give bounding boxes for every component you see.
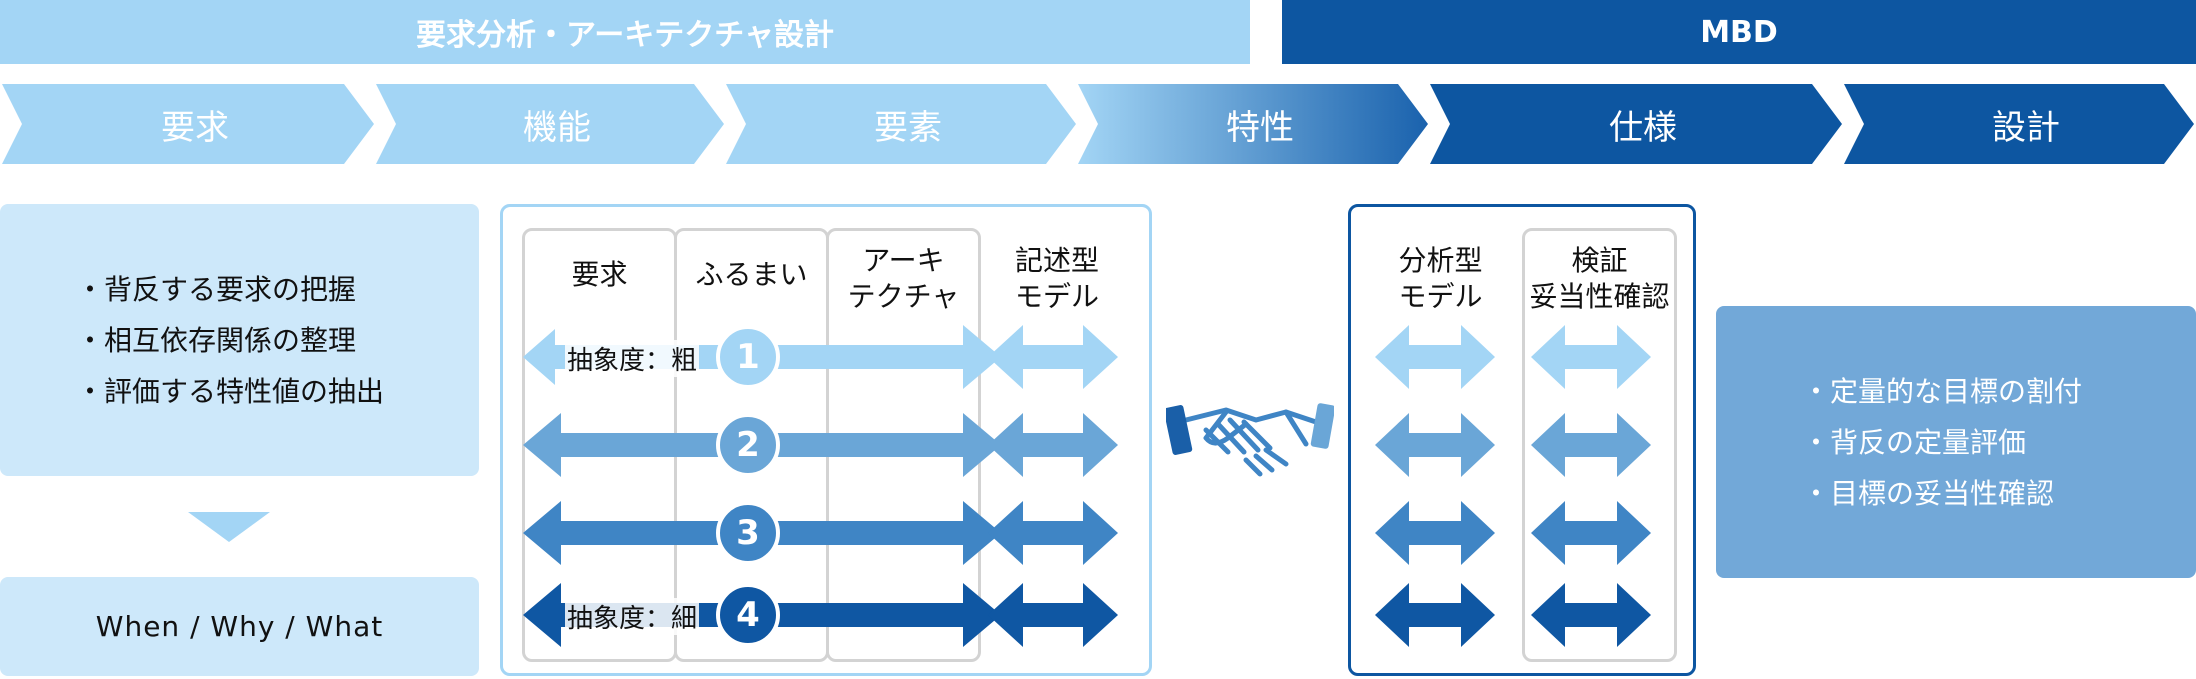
verification-row4-arrow xyxy=(1531,583,1651,647)
step-chevron-function: 機能 xyxy=(376,84,724,164)
band-mbd: MBD xyxy=(1282,0,2196,64)
right-bullet-item: ・定量的な目標の割付 xyxy=(1802,375,2083,408)
level-badge-1: 1 xyxy=(716,325,780,389)
column-header-descriptive-model: 記述型 モデル xyxy=(1014,244,1099,313)
step-chevron-requirements: 要求 xyxy=(2,84,374,164)
left-bullet-item: ・背反する要求の把握 xyxy=(76,273,357,306)
right-bullet-box: ・定量的な目標の割付 ・背反の定量評価 ・目標の妥当性確認 xyxy=(1716,306,2196,578)
band-requirements-architecture: 要求分析・アーキテクチャ設計 xyxy=(0,0,1250,64)
left-bullet-item: ・評価する特性値の抽出 xyxy=(76,375,385,408)
result-text: When / Why / What xyxy=(95,610,384,643)
left-bullet-box: ・背反する要求の把握 ・相互依存関係の整理 ・評価する特性値の抽出 xyxy=(0,204,479,476)
handshake-icon xyxy=(1163,390,1336,494)
analysis-model-panel: 分析型 モデル 検証 妥当性確認 xyxy=(1348,204,1696,676)
step-label: 機能 xyxy=(523,107,591,148)
level-badge-2: 2 xyxy=(716,413,780,477)
abstraction-fine-label: 抽象度：細 xyxy=(565,598,700,635)
column-header-analysis-model: 分析型 モデル xyxy=(1398,244,1483,313)
step-chevron-characteristic: 特性 xyxy=(1078,84,1428,164)
step-chevron-element: 要素 xyxy=(726,84,1076,164)
band-requirements-architecture-label: 要求分析・アーキテクチャ設計 xyxy=(416,18,834,53)
abstraction-rough-label: 抽象度：粗 xyxy=(565,340,700,377)
analysis-row4-arrow xyxy=(1375,583,1495,647)
step-label: 要素 xyxy=(874,107,942,148)
verification-row1-arrow xyxy=(1531,325,1651,389)
step-chevron-design: 設計 xyxy=(1844,84,2194,164)
row3-short-arrow xyxy=(988,501,1118,565)
column-header-requirements: 要求 xyxy=(571,258,628,291)
analysis-arrow-layer xyxy=(1375,325,1651,647)
row4-short-arrow xyxy=(988,583,1118,647)
down-triangle-icon xyxy=(188,512,270,546)
step-label: 仕様 xyxy=(1609,107,1677,148)
step-label: 設計 xyxy=(1992,107,2060,148)
row2-short-arrow xyxy=(988,413,1118,477)
left-bullet-item: ・相互依存関係の整理 xyxy=(76,324,357,357)
column-header-architecture: アーキ テクチャ xyxy=(847,244,960,313)
verification-row3-arrow xyxy=(1531,501,1651,565)
band-mbd-label: MBD xyxy=(1700,14,1778,50)
row1-short-arrow xyxy=(988,325,1118,389)
left-bullet-list: ・背反する要求の把握 ・相互依存関係の整理 ・評価する特性値の抽出 xyxy=(76,264,384,417)
analysis-row1-arrow xyxy=(1375,325,1495,389)
level-badge-3: 3 xyxy=(716,501,780,565)
column-header-behavior: ふるまい xyxy=(695,258,808,291)
step-chevron-spec: 仕様 xyxy=(1430,84,1842,164)
result-box: When / Why / What xyxy=(0,577,479,676)
right-bullet-item: ・目標の妥当性確認 xyxy=(1802,477,2055,510)
column-header-verification: 検証 妥当性確認 xyxy=(1529,244,1670,313)
level-badge-4: 4 xyxy=(716,583,780,647)
analysis-row3-arrow xyxy=(1375,501,1495,565)
step-label: 要求 xyxy=(161,107,229,148)
descriptive-model-panel: 要求 ふるまい アーキ テクチャ 記述型 モデル 1 2 3 4 抽象度：粗 抽… xyxy=(500,204,1152,676)
right-bullet-list: ・定量的な目標の割付 ・背反の定量評価 ・目標の妥当性確認 xyxy=(1802,366,2082,519)
verification-row2-arrow xyxy=(1531,413,1651,477)
right-bullet-item: ・背反の定量評価 xyxy=(1802,426,2027,459)
step-label: 特性 xyxy=(1226,107,1294,148)
analysis-row2-arrow xyxy=(1375,413,1495,477)
